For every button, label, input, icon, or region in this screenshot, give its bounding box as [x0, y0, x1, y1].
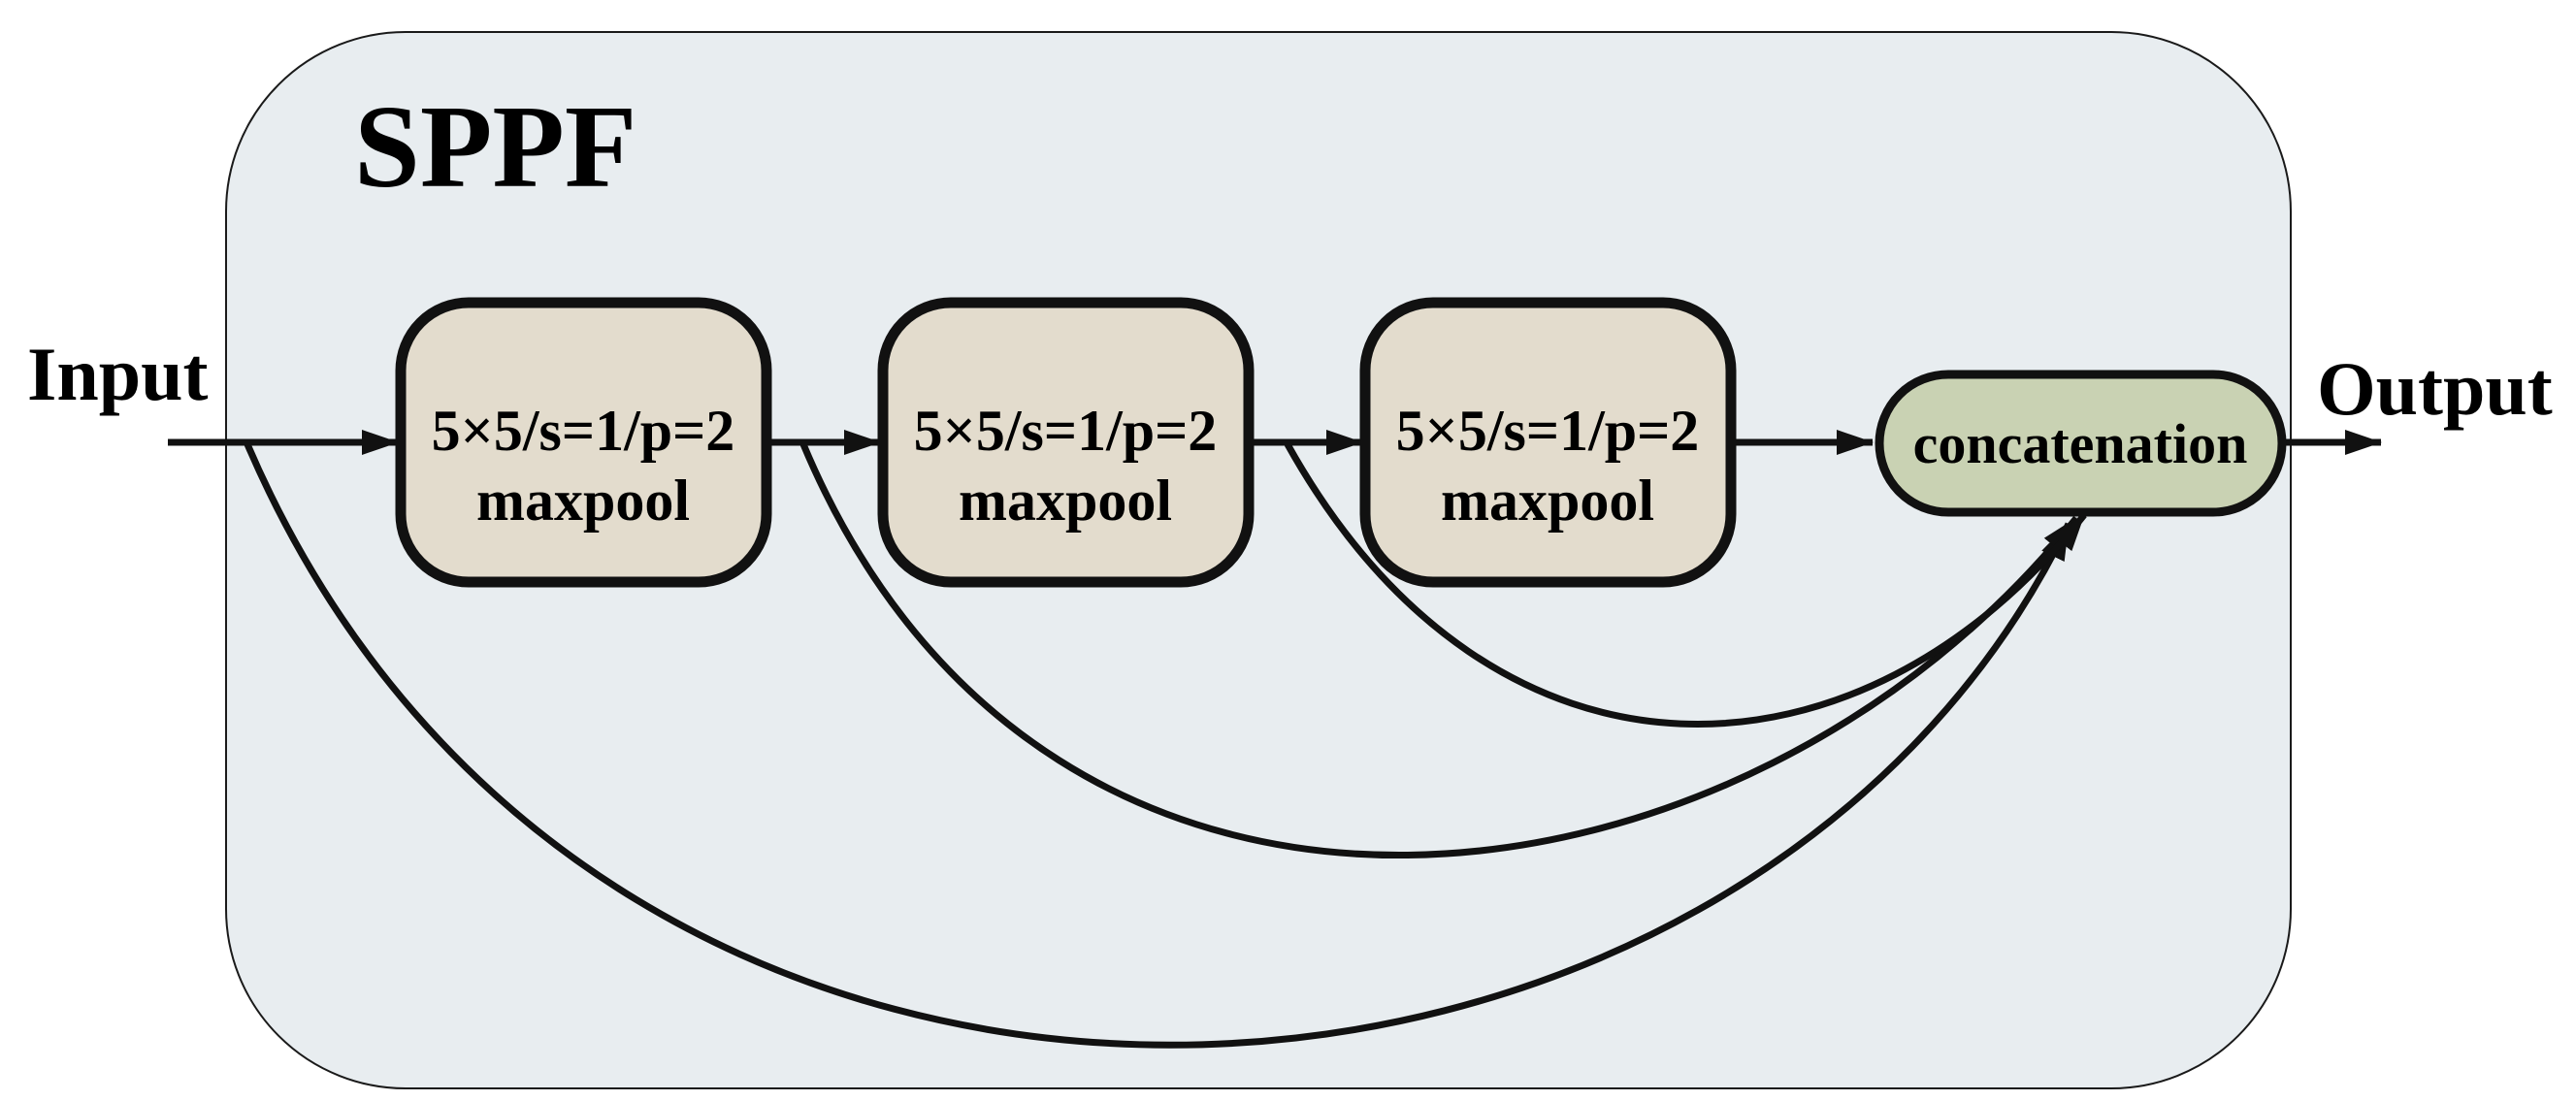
pool-box-1-shape [395, 297, 772, 588]
concatenation-node: concatenation [1875, 370, 2287, 517]
pool-box-1-kernel-label: 5×5/s=1/p=2 [432, 399, 735, 463]
pool-box-3: 5×5/s=1/p=2 maxpool [1359, 297, 1737, 588]
pool-box-1-op-label: maxpool [476, 469, 690, 533]
pool-box-2-kernel-label: 5×5/s=1/p=2 [914, 399, 1218, 463]
skip-curve-pool1 [799, 442, 2079, 858]
output-label: Output [2317, 346, 2553, 431]
sppf-container [225, 31, 2292, 1089]
pool-box-3-kernel-label: 5×5/s=1/p=2 [1396, 399, 1700, 463]
input-label: Input [27, 332, 208, 416]
pool-box-3-op-label: maxpool [1441, 469, 1654, 533]
pool-box-2-op-label: maxpool [959, 469, 1172, 533]
pool-box-2-shape [877, 297, 1255, 588]
concatenation-shape [1875, 370, 2287, 517]
pool-box-2: 5×5/s=1/p=2 maxpool [877, 297, 1255, 588]
module-title: SPPF [354, 81, 636, 212]
skip-curve-pool2 [1284, 442, 2087, 728]
pool-box-3-shape [1359, 297, 1737, 588]
concatenation-label: concatenation [1913, 412, 2248, 475]
skip-curve-input [244, 442, 2072, 1049]
skip-connections [244, 442, 2087, 1049]
pool-box-1: 5×5/s=1/p=2 maxpool [395, 297, 772, 588]
